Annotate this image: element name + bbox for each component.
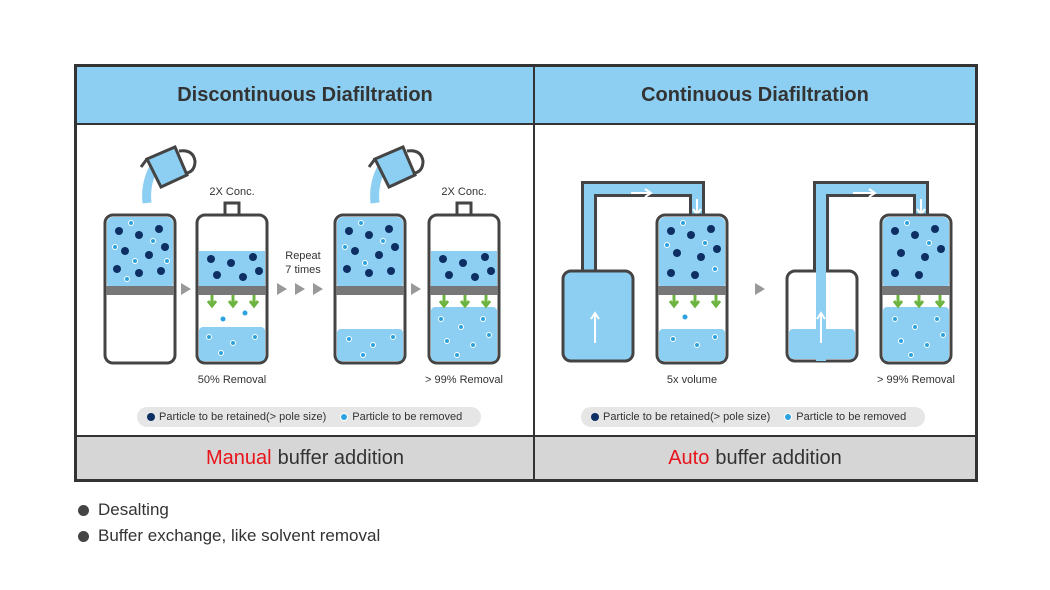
footer-text: buffer addition — [277, 446, 404, 469]
legend-removed-label: Particle to be removed — [796, 411, 907, 423]
repeat-label-2: 7 times — [285, 264, 321, 276]
discontinuous-legend: Particle to be retained(> pole size) Par… — [137, 407, 481, 427]
conc-label-2: 2X Conc. — [441, 186, 486, 198]
removal-label-continuous: > 99% Removal — [877, 374, 955, 386]
continuous-setup-1 — [561, 181, 729, 365]
discontinuous-panel: Discontinuous Diafiltration — [77, 67, 535, 479]
bottle-initial — [103, 213, 177, 365]
discontinuous-header: Discontinuous Diafiltration — [77, 67, 533, 125]
continuous-title: Continuous Diafiltration — [641, 83, 869, 106]
continuous-illustration: 5x volume — [561, 181, 955, 386]
bottle-final — [427, 201, 501, 365]
continuous-legend: Particle to be retained(> pole size) Par… — [581, 407, 925, 427]
discontinuous-footer: Manual buffer addition — [77, 435, 533, 479]
bottle-2x-conc — [195, 201, 269, 365]
retained-particle-icon — [147, 413, 155, 421]
pitcher-icon — [367, 145, 425, 204]
bullet-icon — [78, 504, 89, 516]
bullet-icon — [78, 530, 89, 542]
discontinuous-illustration: 2X Conc. 50% Removal Repeat 7 times — [103, 145, 503, 386]
step-arrow-icon — [755, 283, 765, 295]
continuous-panel: Continuous Diafiltration — [535, 67, 975, 479]
continuous-setup-2 — [785, 181, 953, 365]
bullet-list: Desalting Buffer exchange, like solvent … — [78, 497, 380, 549]
pitcher-icon — [139, 145, 197, 204]
conc-label-1: 2X Conc. — [209, 186, 254, 198]
retained-particle-icon — [591, 413, 599, 421]
removed-particle-icon — [340, 413, 349, 421]
bottle-refilled — [333, 213, 407, 365]
step-arrow-icon — [295, 283, 305, 295]
continuous-header: Continuous Diafiltration — [535, 67, 975, 125]
legend-retained-label: Particle to be retained(> pole size) — [159, 411, 327, 423]
legend-retained-label: Particle to be retained(> pole size) — [603, 411, 771, 423]
footer-highlight-auto: Auto — [668, 446, 710, 469]
footer-highlight-manual: Manual — [205, 446, 272, 469]
removed-particle-icon — [784, 413, 793, 421]
bullet-item: Desalting — [78, 497, 380, 523]
continuous-footer: Auto buffer addition — [535, 435, 975, 479]
bullet-item: Buffer exchange, like solvent removal — [78, 523, 380, 549]
removal-label-2: > 99% Removal — [425, 374, 503, 386]
removal-label-1: 50% Removal — [198, 374, 266, 386]
repeat-label-1: Repeat — [285, 250, 320, 262]
step-arrow-icon — [181, 283, 191, 295]
step-arrow-icon — [411, 283, 421, 295]
footer-text: buffer addition — [715, 446, 842, 469]
volume-label: 5x volume — [667, 374, 717, 386]
discontinuous-title: Discontinuous Diafiltration — [177, 83, 433, 106]
legend-removed-label: Particle to be removed — [352, 411, 463, 423]
step-arrow-icon — [313, 283, 323, 295]
diagram-frame: Discontinuous Diafiltration — [74, 64, 978, 482]
step-arrow-icon — [277, 283, 287, 295]
